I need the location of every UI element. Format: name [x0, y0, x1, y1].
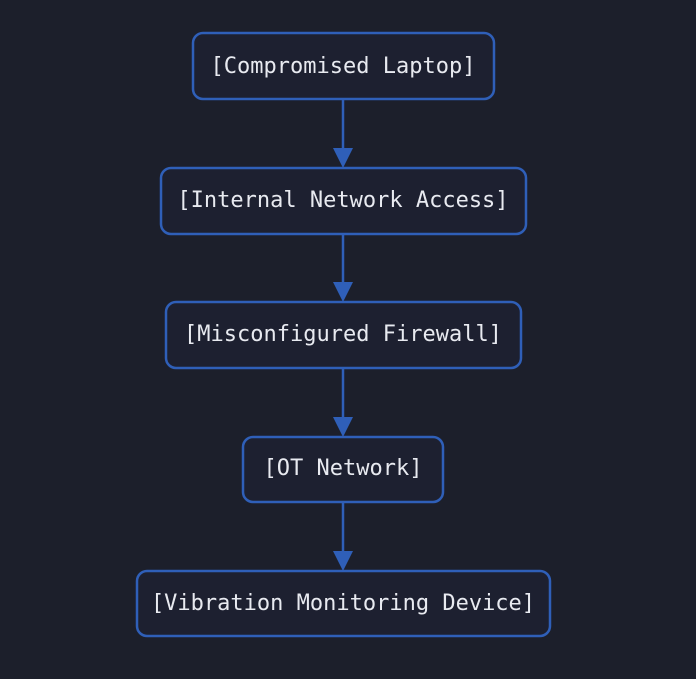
- edge-ot-to-vibration: [333, 502, 353, 571]
- edge-internal-to-firewall: [333, 234, 353, 302]
- node-misconfigured-firewall: [Misconfigured Firewall]: [164, 300, 523, 370]
- nodes: [Compromised Laptop] [Internal Network A…: [135, 31, 552, 638]
- node-label: [Vibration Monitoring Device]: [151, 591, 535, 616]
- node-ot-network: [OT Network]: [241, 435, 445, 504]
- node-label: [Misconfigured Firewall]: [184, 322, 502, 347]
- node-internal-network-access: [Internal Network Access]: [159, 166, 528, 236]
- edges: [333, 99, 353, 571]
- edge-firewall-to-ot: [333, 368, 353, 437]
- node-vibration-monitoring-device: [Vibration Monitoring Device]: [135, 569, 552, 638]
- node-label: [Internal Network Access]: [177, 188, 508, 213]
- node-label: [OT Network]: [264, 456, 423, 481]
- node-compromised-laptop: [Compromised Laptop]: [191, 31, 496, 101]
- edge-laptop-to-internal: [333, 99, 353, 168]
- node-label: [Compromised Laptop]: [211, 54, 476, 79]
